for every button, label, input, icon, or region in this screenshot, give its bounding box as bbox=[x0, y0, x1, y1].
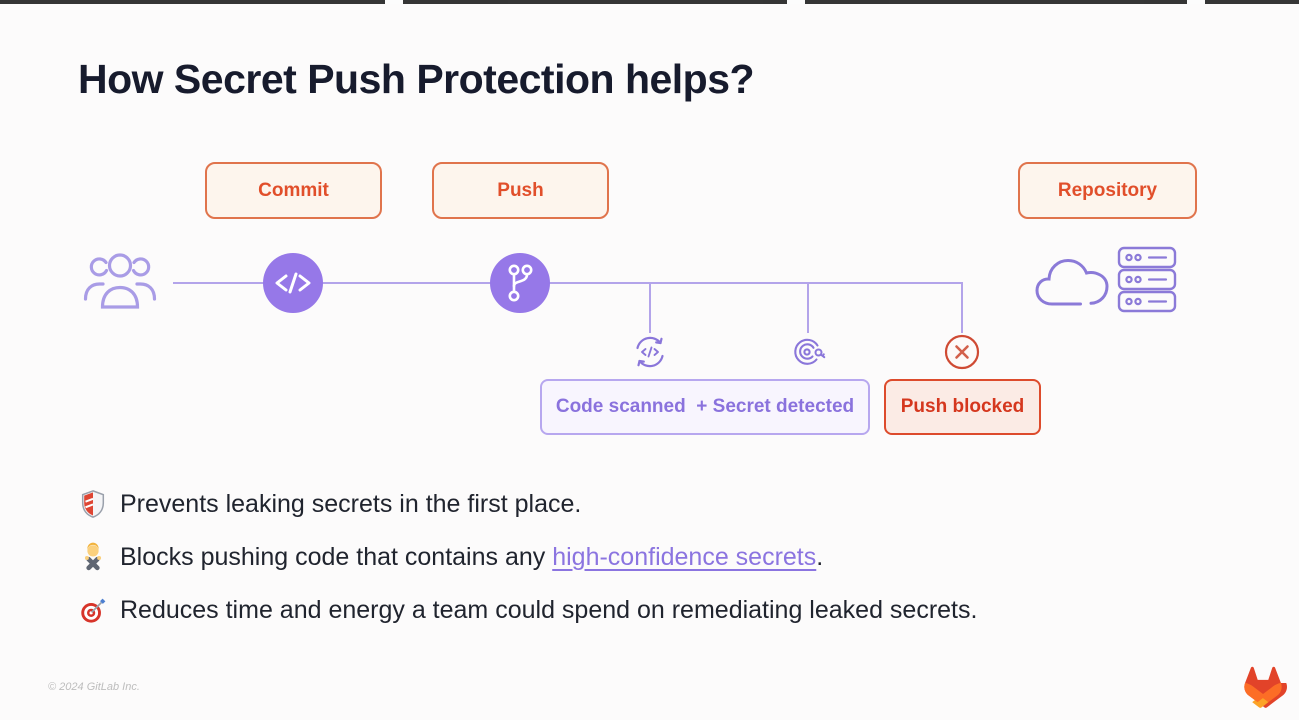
bullet-text: Blocks pushing code that contains any hi… bbox=[120, 543, 823, 572]
shield-emoji bbox=[78, 489, 108, 519]
flow-line-drop-blocked bbox=[961, 283, 963, 333]
code-commit-icon bbox=[263, 253, 323, 313]
server-rack-icon bbox=[1116, 245, 1178, 315]
no-gesture-emoji bbox=[78, 542, 108, 572]
cloud-icon bbox=[1033, 252, 1111, 310]
list-item: Reduces time and energy a team could spe… bbox=[78, 590, 1238, 630]
push-blocked-label: Push blocked bbox=[900, 396, 1025, 417]
flow-line-drop-scan bbox=[649, 283, 651, 333]
git-branch-icon bbox=[490, 253, 550, 313]
top-edge-notch bbox=[1187, 0, 1205, 4]
stage-box-commit: Commit bbox=[205, 162, 382, 219]
list-item: Blocks pushing code that contains any hi… bbox=[78, 537, 1238, 577]
screen-top-edge bbox=[0, 0, 1299, 4]
page-title: How Secret Push Protection helps? bbox=[78, 56, 755, 102]
stage-label-push: Push bbox=[497, 179, 544, 201]
flow-line-drop-secret bbox=[807, 283, 809, 333]
gitlab-tanuki-logo bbox=[1238, 666, 1288, 714]
list-item: Prevents leaking secrets in the first pl… bbox=[78, 484, 1238, 524]
code-scan-icon bbox=[630, 332, 670, 372]
push-blocked-x-icon bbox=[942, 332, 982, 372]
benefits-list: Prevents leaking secrets in the first pl… bbox=[78, 484, 1238, 643]
push-blocked-box: Push blocked bbox=[884, 379, 1041, 435]
scan-result-label: Code scanned + Secret detected bbox=[555, 396, 855, 417]
team-icon bbox=[82, 248, 158, 314]
high-confidence-secrets-link[interactable]: high-confidence secrets bbox=[552, 542, 817, 571]
secret-detection-icon bbox=[788, 332, 828, 372]
top-edge-notch bbox=[385, 0, 403, 4]
stage-box-repository: Repository bbox=[1018, 162, 1197, 219]
bullet-text-before: Blocks pushing code that contains any bbox=[120, 542, 553, 571]
copyright-text: © 2024 GitLab Inc. bbox=[48, 681, 140, 693]
top-edge-notch bbox=[787, 0, 805, 4]
stage-box-push: Push bbox=[432, 162, 609, 219]
bullet-text: Prevents leaking secrets in the first pl… bbox=[120, 489, 582, 518]
bullet-text-after: . bbox=[816, 542, 824, 571]
scan-result-box: Code scanned + Secret detected bbox=[540, 379, 870, 435]
flow-line-horizontal bbox=[173, 282, 963, 284]
target-emoji bbox=[78, 595, 108, 625]
stage-label-repository: Repository bbox=[1057, 179, 1158, 201]
bullet-text: Reduces time and energy a team could spe… bbox=[120, 595, 978, 624]
stage-label-commit: Commit bbox=[258, 179, 329, 201]
